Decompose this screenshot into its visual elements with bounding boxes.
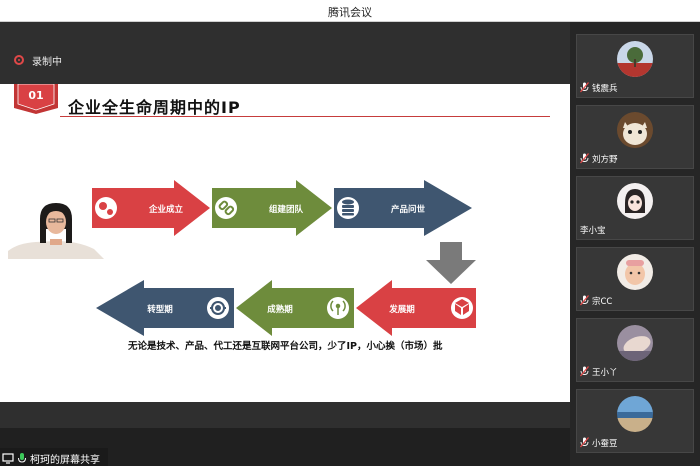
presenter-video [8, 203, 104, 259]
mic-icon [18, 453, 26, 463]
participant-tile[interactable]: 钱震兵 [576, 34, 694, 98]
lifecycle-diagram: 企业成立 组建团队 产品问世 [92, 180, 476, 336]
recording-icon [14, 55, 24, 65]
participant-name: 钱震兵 [592, 83, 618, 94]
participant-name: 刘方野 [592, 154, 618, 165]
window-title: 腾讯会议 [328, 6, 372, 19]
stage-arrow-3: 产品问世 [334, 180, 472, 236]
participant-name: 李小宝 [580, 225, 606, 236]
recording-label: 录制中 [32, 57, 62, 68]
slide-title: 企业全生命周期中的IP [68, 98, 241, 117]
title-bar: 腾讯会议 [0, 0, 700, 22]
broadcast-icon [330, 300, 346, 315]
participant-tile[interactable]: 李小宝 [576, 176, 694, 240]
avatar [617, 112, 653, 148]
database-icon [342, 199, 354, 216]
screen-share-icon [2, 453, 14, 464]
participants-panel: 钱震兵 刘方野 李小宝 [570, 22, 700, 466]
stage-label-6: 转型期 [147, 304, 173, 315]
avatar [617, 41, 653, 77]
stage-arrow-2: 组建团队 [212, 180, 332, 236]
mic-muted-icon [580, 82, 589, 93]
participant-name: 王小丫 [592, 367, 618, 378]
avatar [617, 325, 653, 361]
stage-arrow-4: 发展期 [356, 280, 476, 336]
mic-muted-icon [580, 153, 589, 164]
link-icon [218, 200, 235, 216]
recording-bar: 录制中 [0, 22, 570, 84]
slide-caption: 无论是技术、产品、代工还是互联网平台公司，少了IP，小心挨（市场）批 [128, 341, 443, 352]
slide-number: 01 [28, 89, 43, 102]
presentation-slide: 01 企业全生命周期中的IP 企业成立 组建团队 [0, 84, 570, 402]
stage-label-3: 产品问世 [391, 204, 426, 215]
stage-arrow-6: 转型期 [96, 280, 234, 336]
down-arrow [426, 242, 476, 284]
gears-icon [99, 202, 107, 210]
avatar [617, 396, 653, 432]
slide-number-badge: 01 [14, 84, 58, 114]
stage-label-1: 企业成立 [148, 204, 184, 215]
stage-arrow-5: 成熟期 [236, 280, 354, 336]
stage-arrow-1: 企业成立 [92, 180, 210, 236]
participant-tile[interactable]: 刘方野 [576, 105, 694, 169]
participant-tile[interactable]: 王小丫 [576, 318, 694, 382]
participant-name: 小蚕豆 [592, 438, 618, 449]
mic-muted-icon [580, 437, 589, 448]
stage-label-5: 成熟期 [267, 304, 293, 315]
mic-muted-icon [580, 295, 589, 306]
stage-label-2: 组建团队 [269, 204, 304, 215]
mic-muted-icon [580, 366, 589, 377]
screen-share-area: 录制中 01 企业全生命周期中的IP 企业成立 [0, 22, 570, 466]
title-underline [60, 116, 550, 117]
participant-name: 宗CC [592, 296, 613, 307]
stage-label-4: 发展期 [388, 304, 415, 315]
avatar [617, 183, 653, 219]
participant-tile[interactable]: 小蚕豆 [576, 389, 694, 453]
participant-tile[interactable]: 宗CC [576, 247, 694, 311]
screen-share-status[interactable]: 柯珂的屏幕共享 [0, 448, 108, 466]
avatar [617, 254, 653, 290]
target-icon [210, 301, 226, 315]
bottom-strip [0, 402, 570, 428]
box-icon [455, 299, 469, 315]
screen-share-label: 柯珂的屏幕共享 [30, 454, 100, 466]
